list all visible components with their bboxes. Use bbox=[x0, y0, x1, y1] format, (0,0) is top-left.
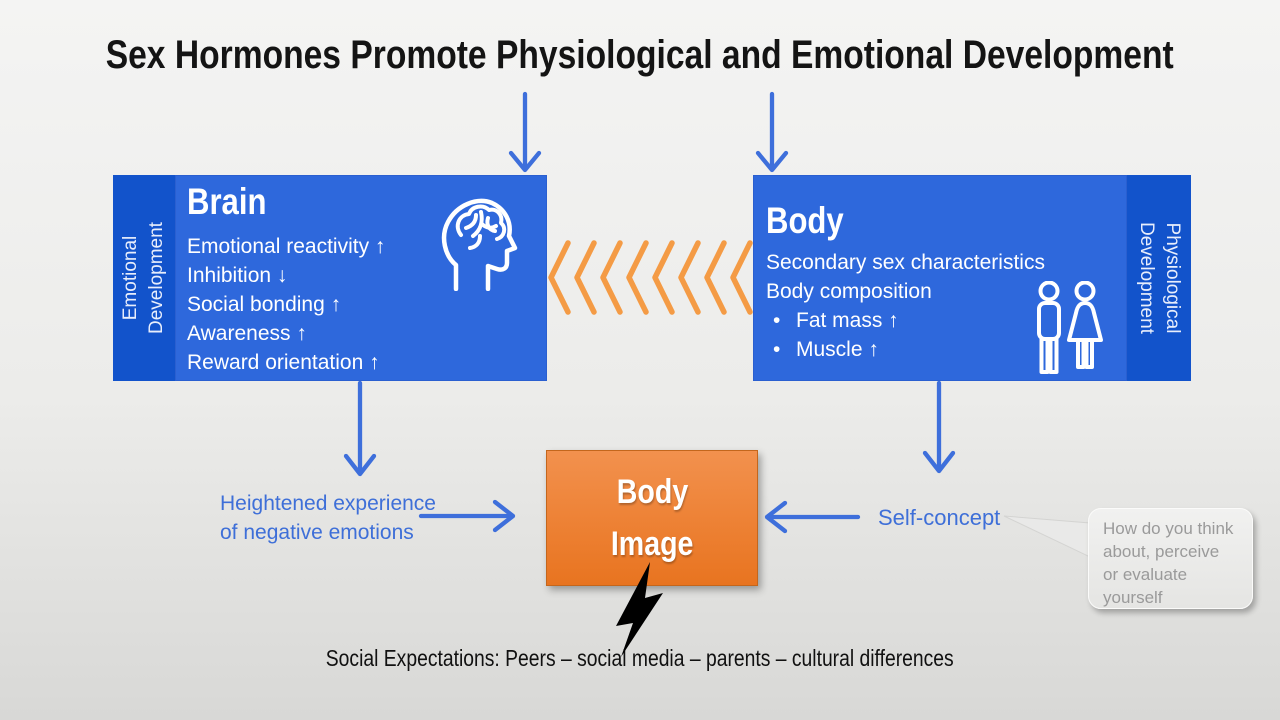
brain-box-list: Emotional reactivity ↑ Inhibition ↓ Soci… bbox=[187, 232, 385, 377]
side-label-line: Development bbox=[1136, 222, 1157, 334]
side-label-line: Development bbox=[146, 222, 167, 334]
list-item: Reward orientation ↑ bbox=[187, 351, 380, 374]
body-side-label: Physiological Development bbox=[1131, 175, 1187, 381]
body-image-label: Body bbox=[616, 473, 688, 511]
list-item: Secondary sex characteristics bbox=[766, 251, 1045, 274]
bullet-glyph: • bbox=[773, 338, 781, 361]
side-label-line: Physiological bbox=[1162, 222, 1183, 334]
arrow-down-icon bbox=[922, 380, 956, 474]
arrow-down-icon bbox=[755, 91, 789, 173]
list-item: Inhibition ↓ bbox=[187, 264, 288, 287]
side-label-line: Emotional bbox=[120, 235, 141, 321]
list-item: • Muscle ↑ bbox=[766, 335, 1045, 364]
body-box-title: Body bbox=[766, 200, 844, 241]
arrow-down-icon bbox=[343, 380, 377, 477]
list-item: Social bonding ↑ bbox=[187, 293, 342, 316]
speech-bubble-tail bbox=[1003, 515, 1091, 558]
arrow-left-icon bbox=[764, 500, 861, 534]
body-side-panel: Physiological Development bbox=[1127, 175, 1191, 381]
body-image-box: Body Image bbox=[546, 450, 758, 586]
self-concept-label: Self-concept bbox=[878, 505, 1001, 530]
brain-box: Brain Emotional reactivity ↑ Inhibition … bbox=[175, 175, 547, 381]
slide-title-text: Sex Hormones Promote Physiological and E… bbox=[106, 33, 1174, 77]
list-item: • Fat mass ↑ bbox=[766, 306, 1045, 335]
brain-side-panel: Emotional Development bbox=[113, 175, 175, 381]
list-item: Awareness ↑ bbox=[187, 322, 307, 345]
brain-side-label: Emotional Development bbox=[116, 175, 172, 381]
brain-head-icon bbox=[441, 198, 518, 291]
bottom-note: Social Expectations: Peers – social medi… bbox=[326, 645, 954, 671]
slide-title: Sex Hormones Promote Physiological and E… bbox=[0, 33, 1280, 78]
speech-bubble: How do you think about, perceive or eval… bbox=[1088, 508, 1253, 609]
left-note: Heightened experience of negative emotio… bbox=[220, 492, 436, 544]
list-item: Body composition bbox=[766, 280, 932, 303]
list-item: Emotional reactivity ↑ bbox=[187, 235, 386, 258]
body-image-label: Image bbox=[610, 525, 694, 563]
body-box-list: Secondary sex characteristics Body compo… bbox=[766, 248, 1045, 364]
brain-box-title: Brain bbox=[187, 181, 267, 222]
body-box: Body Secondary sex characteristics Body … bbox=[753, 175, 1127, 381]
male-female-icon bbox=[1037, 281, 1103, 374]
arrow-down-icon bbox=[508, 91, 542, 173]
bullet-glyph: • bbox=[773, 309, 781, 332]
chevron-left-icons bbox=[548, 240, 753, 315]
